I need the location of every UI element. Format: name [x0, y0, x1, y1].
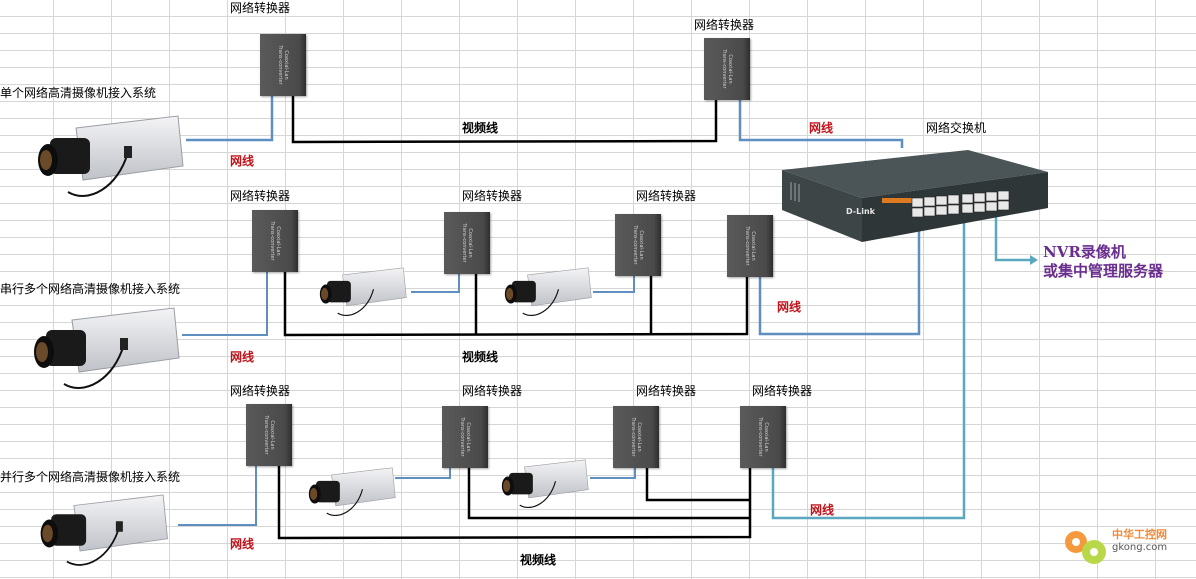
network-cable-label: 网线 [230, 154, 255, 168]
converter-device-text: Trans-converter [757, 417, 763, 457]
nvr-label-line1: NVR录像机 [1043, 243, 1126, 261]
arrow-right-icon [1030, 255, 1038, 265]
camera-icon [34, 307, 180, 389]
camera-icon [38, 115, 184, 197]
network-switch: D-Link [782, 150, 1048, 242]
switch-brand: D-Link [846, 207, 876, 216]
converter-label: 网络转换器 [636, 384, 697, 398]
converter-label: 网络转换器 [462, 189, 523, 203]
converter-label: 网络转换器 [694, 18, 755, 32]
network-cable-label: 网线 [230, 537, 255, 551]
video-cable [645, 467, 750, 502]
converter-device-text: Coaxial-Lan [763, 422, 769, 452]
converter-device-text: Coaxial-Lan [275, 226, 281, 256]
converter-label: 网络转换器 [752, 384, 813, 398]
converter-device-text: Coaxial-Lan [638, 230, 644, 260]
converter-device-text: Trans-converter [263, 415, 269, 455]
video-cable [291, 96, 718, 144]
camera-icon [40, 494, 168, 566]
network-cable [590, 467, 636, 479]
converter-label: 网络转换器 [636, 189, 697, 203]
network-cable [182, 272, 268, 336]
network-cable [593, 276, 635, 293]
video-cable-label: 视频线 [520, 553, 557, 567]
network-cable-label: 网线 [809, 121, 834, 135]
converter-device-text: Coaxial-Lan [727, 54, 733, 84]
watermark-en: gkong.com [1112, 542, 1168, 553]
converter-device-text: Trans-converter [459, 417, 465, 457]
converter-device-text: Trans-converter [632, 225, 638, 265]
converter-device-text: Trans-converter [721, 49, 727, 89]
video-cable-label: 视频线 [462, 121, 499, 135]
nvr-label-line2: 或集中管理服务器 [1043, 262, 1164, 280]
watermark-logo: 中华工控网 gkong.com [1060, 520, 1190, 570]
converter-device-text: Trans-converter [461, 223, 467, 263]
converter-device-text: Coaxial-Lan [467, 228, 473, 258]
camera-icon [504, 267, 592, 316]
converter-label: 网络转换器 [462, 384, 523, 398]
system-label-serial: 串行多个网络高清摄像机接入系统 [0, 282, 181, 296]
converter-label: 网络转换器 [230, 384, 291, 398]
converter-device-text: Trans-converter [277, 45, 283, 85]
network-cable [411, 272, 460, 293]
watermark-cn: 中华工控网 [1112, 528, 1167, 541]
network-cable [186, 96, 274, 142]
converter-device-text: Coaxial-Lan [269, 420, 275, 450]
camera-icon [308, 467, 396, 516]
camera-icon [319, 267, 407, 316]
converter-device-text: Trans-converter [269, 221, 275, 261]
network-cable [771, 212, 966, 520]
video-cable-label: 视频线 [462, 350, 499, 364]
converter-label: 网络转换器 [230, 189, 291, 203]
converter-device-text: Trans-converter [744, 226, 750, 266]
converter-device-text: Trans-converter [630, 417, 636, 457]
video-cable [283, 272, 749, 337]
converter-label: 网络转换器 [230, 1, 291, 15]
video-cable [467, 467, 750, 520]
network-cable-label: 网线 [810, 503, 835, 517]
converter-device-text: Coaxial-Lan [283, 50, 289, 80]
switch-label: 网络交换机 [926, 121, 987, 135]
converter-device-text: Coaxial-Lan [636, 422, 642, 452]
network-cable [738, 99, 904, 148]
network-cable [395, 467, 451, 479]
converter-device-text: Coaxial-Lan [465, 422, 471, 452]
converter-device-text: Coaxial-Lan [750, 231, 756, 261]
network-cable [178, 464, 257, 526]
nvr-cable [994, 206, 1032, 262]
gear-icon [1065, 531, 1106, 564]
network-cable-label: 网线 [230, 350, 255, 364]
network-cable-label: 网线 [777, 300, 802, 314]
system-label-single: 单个网络高清摄像机接入系统 [0, 86, 157, 100]
system-label-parallel: 并行多个网络高清摄像机接入系统 [0, 470, 181, 484]
camera-icon [501, 459, 589, 508]
network-cable [758, 225, 921, 336]
video-cable [277, 464, 752, 540]
